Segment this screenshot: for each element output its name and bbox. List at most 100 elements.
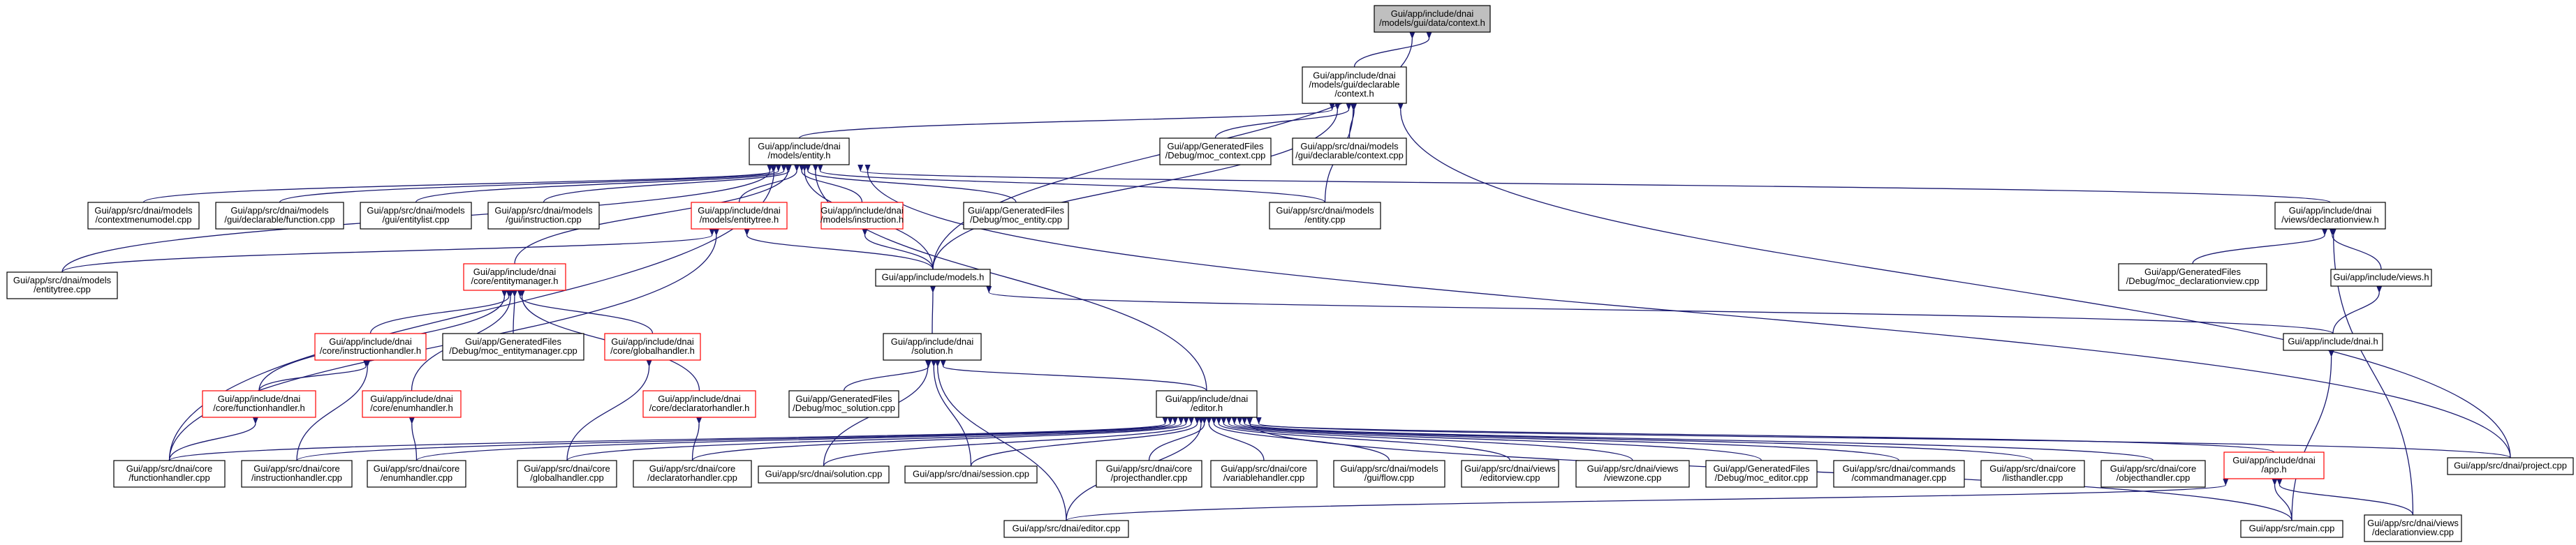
edge-editor_h-to-enumhandler_cpp	[415, 417, 1179, 461]
node-box	[1333, 460, 1445, 488]
node-label-line: Gui/app/src/dnai/session.cpp	[913, 469, 1029, 479]
node-box	[1302, 66, 1407, 104]
node-label-line: /gui/flow.cpp	[1364, 472, 1415, 483]
node-dnai_h[interactable]: Gui/app/include/dnai.h	[2283, 333, 2383, 351]
node-label-line: /gui/declarable/context.cpp	[1295, 150, 1404, 160]
node-enumhandler_cpp[interactable]: Gui/app/src/dnai/core/enumhandler.cpp	[367, 460, 466, 488]
node-box	[215, 202, 344, 230]
node-globalhandler_cpp[interactable]: Gui/app/src/dnai/core/globalhandler.cpp	[517, 460, 617, 488]
node-declaratorhandler_cpp[interactable]: Gui/app/src/dnai/core/declaratorhandler.…	[633, 460, 752, 488]
node-label-line: Gui/app/src/dnai/project.cpp	[2454, 461, 2567, 471]
node-moc_solution[interactable]: Gui/app/GeneratedFiles/Debug/moc_solutio…	[788, 390, 899, 418]
node-instructionhandler_h[interactable]: Gui/app/include/dnai/core/instructionhan…	[314, 333, 427, 361]
node-label-line: Gui/app/src/dnai/models	[1340, 463, 1438, 474]
node-label-line: Gui/app/src/dnai/core	[1106, 463, 1193, 474]
node-entity_h[interactable]: Gui/app/include/dnai/models/entity.h	[749, 137, 850, 165]
node-moc_declarationview[interactable]: Gui/app/GeneratedFiles/Debug/moc_declara…	[2118, 263, 2267, 291]
node-enumhandler_h[interactable]: Gui/app/include/dnai/core/enumhandler.h	[362, 390, 462, 418]
node-editor_cpp[interactable]: Gui/app/src/dnai/editor.cpp	[1003, 520, 1129, 538]
node-moc_editor[interactable]: Gui/app/GeneratedFiles/Debug/moc_editor.…	[1705, 460, 1818, 488]
node-contextmenumodel[interactable]: Gui/app/src/dnai/models/contextmenumodel…	[87, 202, 200, 230]
node-session_cpp[interactable]: Gui/app/src/dnai/session.cpp	[904, 465, 1038, 484]
node-label-line: Gui/app/src/main.cpp	[2249, 523, 2335, 534]
node-box	[788, 390, 899, 418]
node-variablehandler_cpp[interactable]: Gui/app/src/dnai/core/variablehandler.cp…	[1210, 460, 1318, 488]
node-listhandler_cpp[interactable]: Gui/app/src/dnai/core/listhandler.cpp	[1980, 460, 2085, 488]
node-guiflow_cpp[interactable]: Gui/app/src/dnai/models/gui/flow.cpp	[1333, 460, 1445, 488]
node-instructionhandler_cpp[interactable]: Gui/app/src/dnai/core/instructionhandler…	[241, 460, 353, 488]
node-box	[241, 460, 353, 488]
edge-views_h-to-dnai_h	[2332, 285, 2383, 334]
node-label-line: /core/instructionhandler.h	[320, 345, 421, 356]
node-label-line: /app.h	[2261, 464, 2286, 475]
node-box	[1461, 460, 1559, 488]
node-label-line: /editor.h	[1191, 403, 1223, 413]
node-functionhandler_h[interactable]: Gui/app/include/dnai/core/functionhandle…	[202, 390, 316, 418]
node-box	[963, 202, 1069, 230]
node-declarationview_h[interactable]: Gui/app/include/dnai/views/declarationvi…	[2274, 202, 2386, 230]
node-label-line: Gui/app/src/dnai/models	[1300, 141, 1399, 151]
node-globalhandler_h[interactable]: Gui/app/include/dnai/core/globalhandler.…	[604, 333, 701, 361]
node-label-line: /core/enumhandler.h	[370, 403, 453, 413]
node-instruction_cpp[interactable]: Gui/app/src/dnai/models/gui/instruction.…	[487, 202, 600, 230]
node-objecthandler_cpp[interactable]: Gui/app/src/dnai/core/objecthandler.cpp	[2100, 460, 2206, 488]
node-app_h[interactable]: Gui/app/include/dnai/app.h	[2223, 451, 2325, 479]
node-box	[202, 390, 316, 418]
edge-context_decl-to-project_cpp	[1397, 103, 2511, 458]
edge-editor_h-to-commandmanager_cpp	[1231, 417, 1900, 461]
node-entitytree_h[interactable]: Gui/app/include/dnai/models/entitytree.h	[691, 202, 788, 230]
node-entity_cpp[interactable]: Gui/app/src/dnai/models/entity.cpp	[1269, 202, 1381, 230]
node-entitylist_cpp[interactable]: Gui/app/src/dnai/models/gui/entitylist.c…	[360, 202, 472, 230]
node-box	[1833, 460, 1965, 488]
node-function_cpp[interactable]: Gui/app/src/dnai/models/gui/declarable/f…	[215, 202, 344, 230]
node-label-line: Gui/app/include/dnai	[473, 267, 557, 277]
node-main_cpp[interactable]: Gui/app/src/main.cpp	[2240, 520, 2343, 538]
node-moc_entity[interactable]: Gui/app/GeneratedFiles/Debug/moc_entity.…	[963, 202, 1069, 230]
node-solution_cpp[interactable]: Gui/app/src/dnai/solution.cpp	[758, 465, 890, 484]
node-project_cpp[interactable]: Gui/app/src/dnai/project.cpp	[2447, 457, 2574, 475]
node-instruction_h[interactable]: Gui/app/include/dnai/models/instruction.…	[820, 202, 904, 230]
node-editor_h[interactable]: Gui/app/include/dnai/editor.h	[1156, 390, 1258, 418]
edge-editor_h-to-moc_editor	[1226, 417, 1762, 461]
node-context_gui_data[interactable]: Gui/app/include/dnai/models/gui/data/con…	[1374, 5, 1491, 33]
node-label-line: /gui/entitylist.cpp	[382, 214, 449, 225]
node-label-line: /Debug/moc_declarationview.cpp	[2126, 276, 2260, 286]
node-functionhandler_cpp[interactable]: Gui/app/src/dnai/core/functionhandler.cp…	[113, 460, 226, 488]
node-projecthandler_cpp[interactable]: Gui/app/src/dnai/core/projecthandler.cpp	[1096, 460, 1202, 488]
node-label-line: /editorview.cpp	[1480, 472, 1540, 483]
node-label-line: Gui/app/include/dnai	[758, 141, 841, 151]
node-label-line: Gui/app/src/dnai/models	[1276, 205, 1374, 216]
node-commandmanager_cpp[interactable]: Gui/app/src/dnai/commands/commandmanager…	[1833, 460, 1965, 488]
node-label-line: Gui/app/src/dnai/core	[2110, 463, 2197, 474]
edge-solution_h-to-session_cpp	[931, 359, 972, 467]
node-viewzone_cpp[interactable]: Gui/app/src/dnai/views/viewzone.cpp	[1575, 460, 1690, 488]
node-label-line: Gui/app/src/dnai/core	[253, 463, 340, 474]
edge-editor_h-to-solution_cpp	[823, 417, 1195, 467]
node-views_h[interactable]: Gui/app/include/views.h	[2330, 269, 2432, 287]
node-models_h[interactable]: Gui/app/include/models.h	[875, 269, 991, 287]
node-label-line: /gui/instruction.cpp	[506, 214, 581, 225]
node-label-line: Gui/app/src/dnai/core	[126, 463, 213, 474]
edge-context_decl-to-entity_h	[798, 103, 1336, 139]
edge-editor_h-to-session_cpp	[970, 417, 1200, 467]
node-label-line: /functionhandler.cpp	[128, 472, 209, 483]
node-label-line: Gui/app/src/dnai/views	[2367, 518, 2459, 528]
node-box	[1096, 460, 1202, 488]
node-context_decl[interactable]: Gui/app/include/dnai/models/gui/declarab…	[1302, 66, 1407, 104]
node-entitymanager_h[interactable]: Gui/app/include/dnai/core/entitymanager.…	[463, 263, 566, 291]
node-box	[1159, 137, 1272, 165]
node-editorview_cpp[interactable]: Gui/app/src/dnai/views/editorview.cpp	[1461, 460, 1559, 488]
node-declarationview_cpp[interactable]: Gui/app/src/dnai/views/declarationview.c…	[2364, 514, 2462, 542]
node-entitytree_cpp[interactable]: Gui/app/src/dnai/models/entitytree.cpp	[6, 271, 118, 299]
node-declaratorhandler_h[interactable]: Gui/app/include/dnai/core/declaratorhand…	[642, 390, 756, 418]
node-box	[87, 202, 200, 230]
node-box	[1210, 460, 1318, 488]
edge-editor_h-to-globalhandler_cpp	[566, 417, 1184, 461]
node-box	[2240, 520, 2343, 538]
node-context_cpp[interactable]: Gui/app/src/dnai/models/gui/declarable/c…	[1292, 137, 1407, 165]
node-label-line: Gui/app/GeneratedFiles	[465, 336, 562, 347]
node-moc_context[interactable]: Gui/app/GeneratedFiles/Debug/moc_context…	[1159, 137, 1272, 165]
node-moc_entitymanager[interactable]: Gui/app/GeneratedFiles/Debug/moc_entitym…	[442, 333, 584, 361]
node-solution_h[interactable]: Gui/app/include/dnai/solution.h	[883, 333, 982, 361]
